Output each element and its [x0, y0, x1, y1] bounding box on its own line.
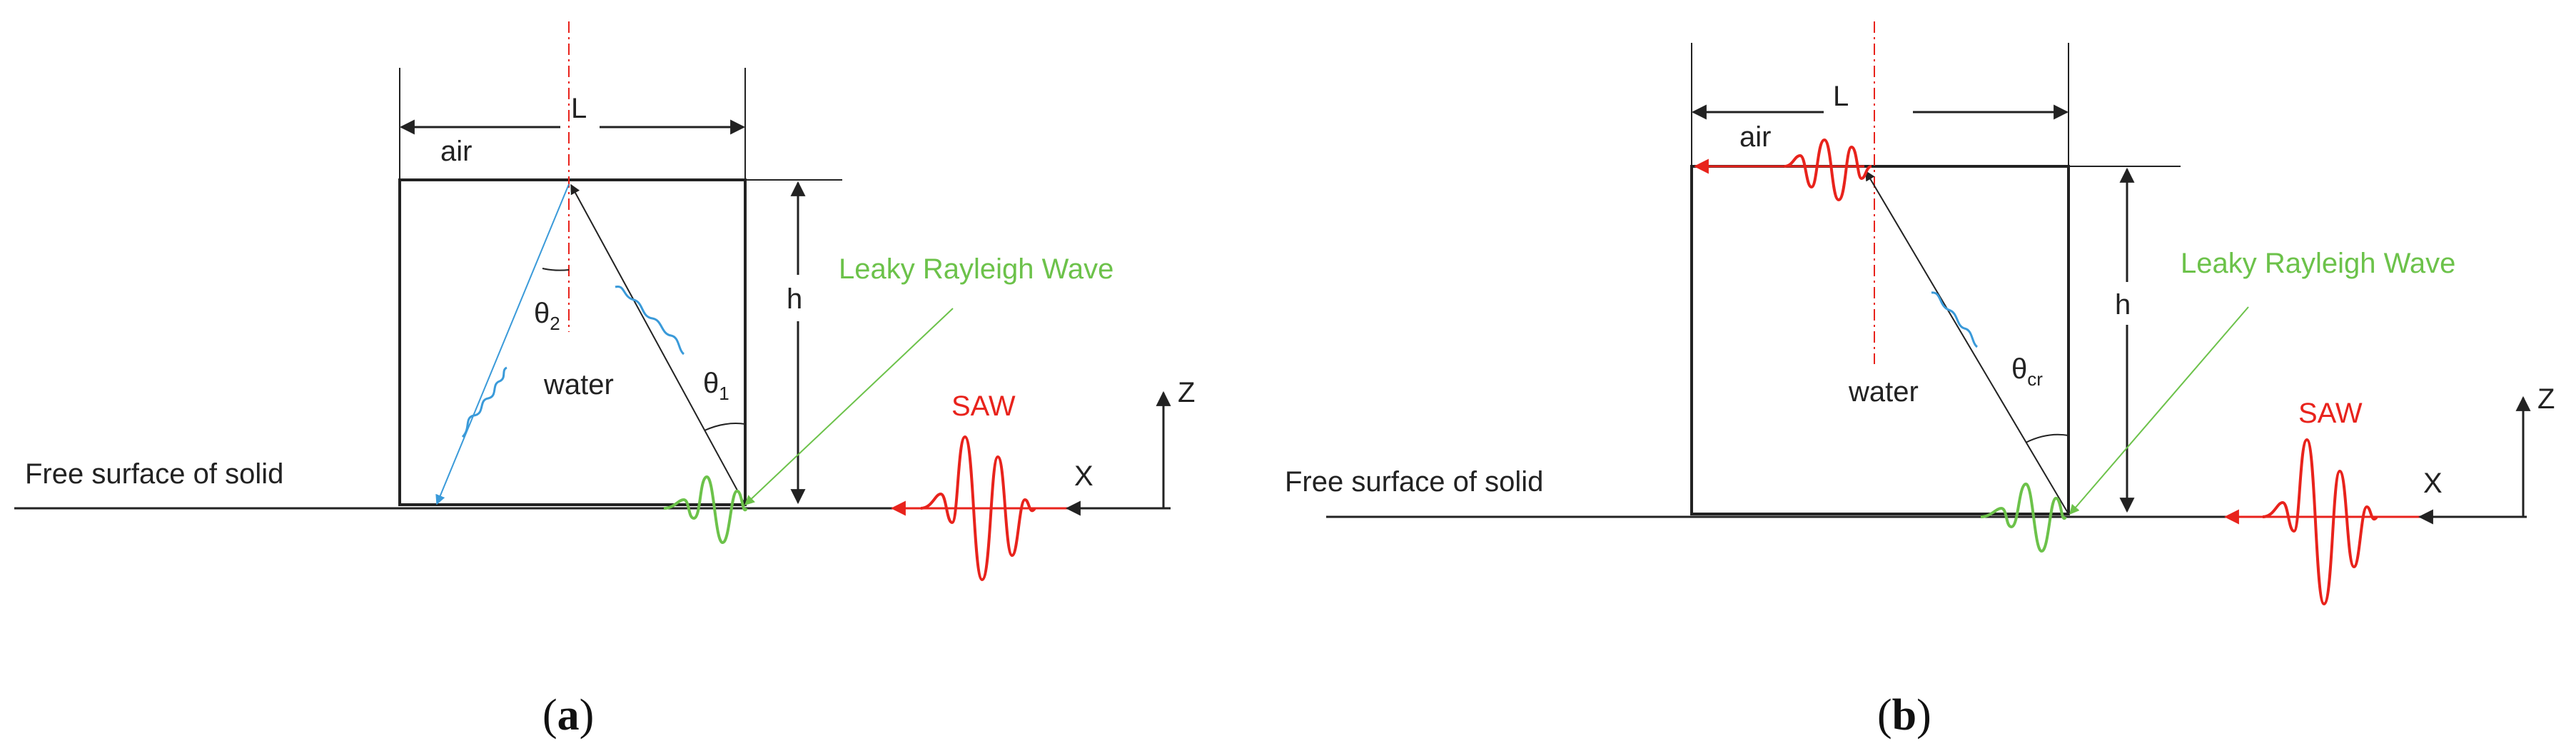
- leaky-label: Leaky Rayleigh Wave: [2181, 248, 2455, 279]
- theta1-arc: [704, 423, 746, 431]
- saw-label: SAW: [951, 390, 1016, 422]
- x-label: X: [1074, 460, 1093, 492]
- air-label: air: [1739, 121, 1771, 153]
- water-box: [398, 178, 747, 506]
- saw-label: SAW: [2298, 398, 2363, 429]
- L-label: L: [1833, 81, 1849, 112]
- theta2-arc: [542, 268, 570, 271]
- air-label: air: [440, 136, 472, 167]
- h-label: h: [2115, 289, 2131, 321]
- theta-cr-label: θcr: [2011, 353, 2043, 390]
- water-label: water: [1848, 376, 1919, 408]
- h-label: h: [787, 283, 802, 315]
- z-label: Z: [2537, 383, 2555, 415]
- reflected-ray: [435, 183, 570, 505]
- leaky-label: Leaky Rayleigh Wave: [839, 253, 1113, 285]
- incident-ray: [1865, 170, 2069, 515]
- free-surface-label: Free surface of solid: [1285, 466, 1543, 498]
- z-label: Z: [1178, 377, 1195, 408]
- water-label: water: [543, 369, 614, 400]
- incident-ray: [570, 183, 746, 505]
- theta-cr-arc: [2025, 433, 2069, 443]
- panel-b: Free surface of solid water L air h θcr …: [1285, 21, 2555, 740]
- incident-wave-packet: [615, 285, 685, 356]
- leaky-wave-packet: [1980, 482, 2067, 553]
- leaky-ray: [744, 308, 954, 505]
- leaky-wave-packet: [663, 475, 748, 545]
- incident-wave-packet: [1931, 291, 1979, 348]
- caption-b: (b): [1877, 691, 1931, 740]
- caption-a: (a): [542, 691, 594, 740]
- panel-a: Free surface of solid water L air h θ2 θ…: [14, 21, 1195, 740]
- saw-wave-packet: [920, 435, 1036, 582]
- L-label: L: [571, 93, 587, 124]
- air-wave-packet: [1784, 138, 1872, 202]
- reflected-wave-packet: [461, 366, 507, 438]
- water-box: [1690, 165, 2070, 515]
- theta2-label: θ2: [534, 298, 560, 334]
- saw-wave-packet: [2262, 438, 2378, 606]
- theta1-label: θ1: [703, 368, 729, 404]
- leaky-ray: [2069, 306, 2249, 515]
- free-surface-label: Free surface of solid: [25, 458, 283, 490]
- x-label: X: [2423, 468, 2443, 499]
